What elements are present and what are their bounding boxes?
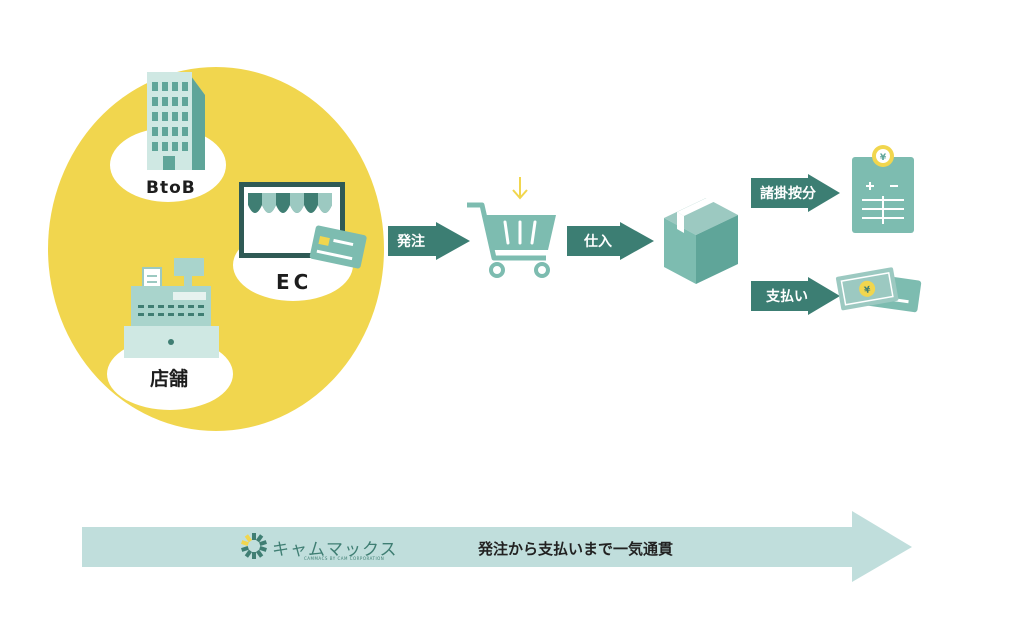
payment-label: 支払い [765, 288, 808, 305]
cash-register-icon [124, 258, 219, 358]
accounting-label: 諸掛按分 [760, 185, 816, 202]
purchase-arrow: 仕入 [567, 222, 654, 260]
building-icon [147, 72, 205, 170]
svg-text:¥: ¥ [864, 285, 873, 296]
shopping-cart-icon [467, 177, 556, 278]
store-label: 店舗 [150, 368, 189, 390]
brand-subtitle: CAMMACS BY CAM CORPORATION [304, 556, 385, 561]
svg-text:¥: ¥ [880, 153, 887, 163]
order-arrow: 発注 [388, 222, 470, 260]
order-label: 発注 [396, 233, 425, 250]
package-box-icon [664, 192, 738, 284]
yen-calculation-sheet-icon: ¥ [852, 145, 914, 233]
cammacs-logo-icon [241, 533, 267, 559]
payment-arrow: 支払い [751, 277, 840, 315]
purchase-label: 仕入 [583, 233, 612, 250]
workflow-banner [82, 511, 912, 582]
ec-label: EC [276, 270, 313, 294]
credit-card-icon [309, 225, 367, 269]
banner-tagline: 発注から支払いまで一気通貫 [478, 540, 674, 558]
accounting-arrow: 諸掛按分 [751, 174, 840, 212]
brand-name: キャムマックス [272, 540, 398, 560]
yen-banknote-card-icon: ¥ [835, 267, 922, 313]
btob-label: BtoB [146, 178, 196, 198]
laptop-storefront-icon [239, 182, 345, 258]
